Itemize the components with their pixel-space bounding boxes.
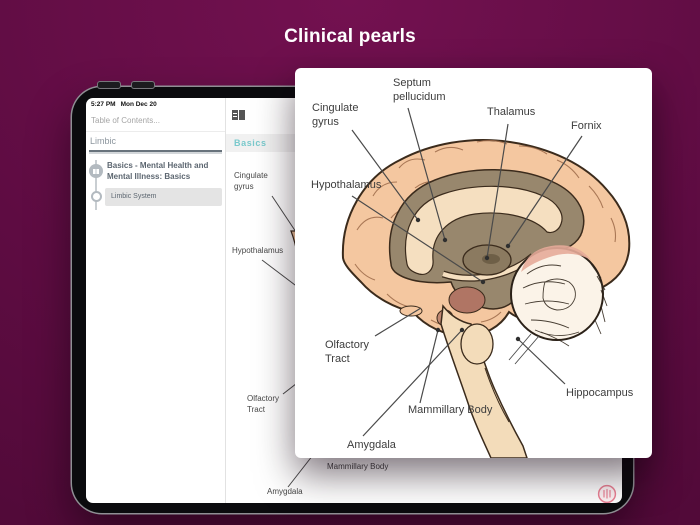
status-date: Mon Dec 20 [120,101,157,108]
tab-basics-label: Basics [234,138,267,148]
label-fornix: Fornix [571,120,602,132]
volume-button [132,82,154,88]
label-amygdala: Amygdala [347,439,396,451]
status-bar: 5:27 PM Mon Dec 20 [91,101,157,108]
toc-item-basics[interactable]: Basics - Mental Health and Mental Illnes… [107,161,209,181]
olfactory-bulb [399,305,423,317]
label-thalamus: Thalamus [487,106,536,118]
toc-item-limbic-system[interactable]: Limbic System [105,188,222,206]
midbrain-region [448,286,486,314]
toc-timeline [95,160,97,210]
label-hypothalamus: Hypothalamus [311,179,382,191]
bg-label-hypothalamus: Hypothalamus [232,246,284,255]
panel-divider [225,98,226,503]
fimbria-lines [508,333,540,365]
toc-node-circle [91,191,102,202]
bg-label-amygdala: Amygdala [267,487,303,496]
toc-section-rule [89,150,222,152]
leader-dots [415,217,521,342]
label-septum-pellucidum: Septum pellucidum [393,77,446,104]
brand-logo-icon [597,484,617,503]
leader-lines [351,107,583,437]
brain-illustration [341,107,631,458]
toc-item-label: Limbic System [111,193,157,200]
label-olfactory-tract: Olfactory Tract [325,339,370,366]
bg-label-mammillary: Mammillary Body [327,462,389,471]
label-cingulate-gyrus: Cingulate gyrus [312,102,359,129]
toc-search-input[interactable]: Table of Contents... [91,113,225,129]
book-icon [89,164,103,178]
bg-label-cingulate: Cingulate gyrus [234,171,268,191]
corpus-callosum [404,185,563,275]
toc-search-placeholder: Table of Contents... [91,116,160,125]
sidebar-divider [86,131,225,132]
bg-label-olfactory: Olfactory Tract [247,394,280,414]
cerebellum [510,245,608,347]
sidebar-toggle-icon[interactable] [232,110,246,120]
label-hippocampus: Hippocampus [566,387,634,399]
page-title: Clinical pearls [284,26,416,47]
volume-button [98,82,120,88]
toc-section-heading: Limbic [90,136,117,146]
label-mammillary-body: Mammillary Body [408,404,493,416]
diagram-popup-card[interactable]: Septum pellucidum Cingulate gyrus Thalam… [295,68,652,458]
status-time: 5:27 PM [91,101,116,108]
pons [460,323,494,365]
